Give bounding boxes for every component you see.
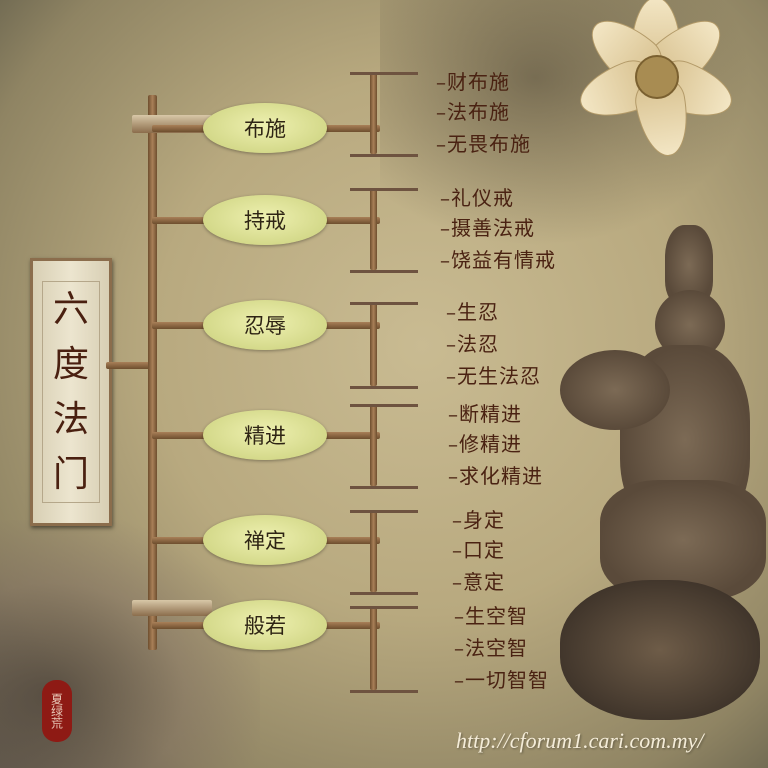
bottom-plank xyxy=(132,600,212,616)
branch-item: –礼仪戒 xyxy=(440,186,514,210)
group-tick xyxy=(350,188,418,191)
seal-stamp: 夏绿荒 xyxy=(42,680,72,742)
branch-item: –饶益有情戒 xyxy=(440,248,556,272)
group-tick xyxy=(350,386,418,389)
branch-item: –法忍 xyxy=(446,332,499,356)
branch-item: –身定 xyxy=(452,508,505,532)
group-tick xyxy=(350,510,418,513)
main-pole xyxy=(148,95,157,650)
group-pole xyxy=(370,72,377,154)
branch-label: 持戒 xyxy=(244,209,286,233)
branch-label: 般若 xyxy=(244,614,286,638)
branch-node: 般若 xyxy=(203,600,327,650)
group-tick xyxy=(350,606,418,609)
title-char: 法 xyxy=(52,398,89,440)
branch-item: –生空智 xyxy=(454,604,528,628)
group-tick xyxy=(350,690,418,693)
group-tick xyxy=(350,302,418,305)
group-tick xyxy=(350,404,418,407)
branch-item: –一切智智 xyxy=(454,668,549,692)
branch-item: –无生法忍 xyxy=(446,364,541,388)
branch-item: –断精进 xyxy=(448,402,522,426)
group-tick xyxy=(350,270,418,273)
title-scroll: 六 度 法 门 xyxy=(30,258,112,526)
branch-item: –法空智 xyxy=(454,636,528,660)
branch-label: 精进 xyxy=(244,424,286,448)
group-tick xyxy=(350,592,418,595)
group-pole xyxy=(370,606,377,690)
group-tick xyxy=(350,486,418,489)
branch-item: –摄善法戒 xyxy=(440,216,535,240)
branch-node: 禅定 xyxy=(203,515,327,565)
branch-node: 精进 xyxy=(203,410,327,460)
branch-label: 禅定 xyxy=(244,529,286,553)
branch-item: –求化精进 xyxy=(448,464,543,488)
branch-item: –口定 xyxy=(452,538,505,562)
branch-item: –生忍 xyxy=(446,300,499,324)
group-pole xyxy=(370,510,377,592)
group-tick xyxy=(350,154,418,157)
branch-item: –意定 xyxy=(452,570,505,594)
branch-node: 布施 xyxy=(203,103,327,153)
group-pole xyxy=(370,404,377,486)
group-tick xyxy=(350,72,418,75)
branch-item: –修精进 xyxy=(448,432,522,456)
branch-item: –财布施 xyxy=(436,70,510,94)
watermark-url: http://cforum1.cari.com.my/ xyxy=(456,728,704,753)
branch-node: 持戒 xyxy=(203,195,327,245)
group-pole xyxy=(370,188,377,270)
connector-bar xyxy=(106,362,154,369)
branch-label: 布施 xyxy=(244,117,286,141)
branch-item: –法布施 xyxy=(436,100,510,124)
branch-item: –无畏布施 xyxy=(436,132,531,156)
title-char: 度 xyxy=(52,343,89,385)
title-char: 六 xyxy=(52,288,89,330)
title-char: 门 xyxy=(52,453,89,495)
branch-node: 忍辱 xyxy=(203,300,327,350)
branch-label: 忍辱 xyxy=(244,314,286,338)
group-pole xyxy=(370,302,377,386)
